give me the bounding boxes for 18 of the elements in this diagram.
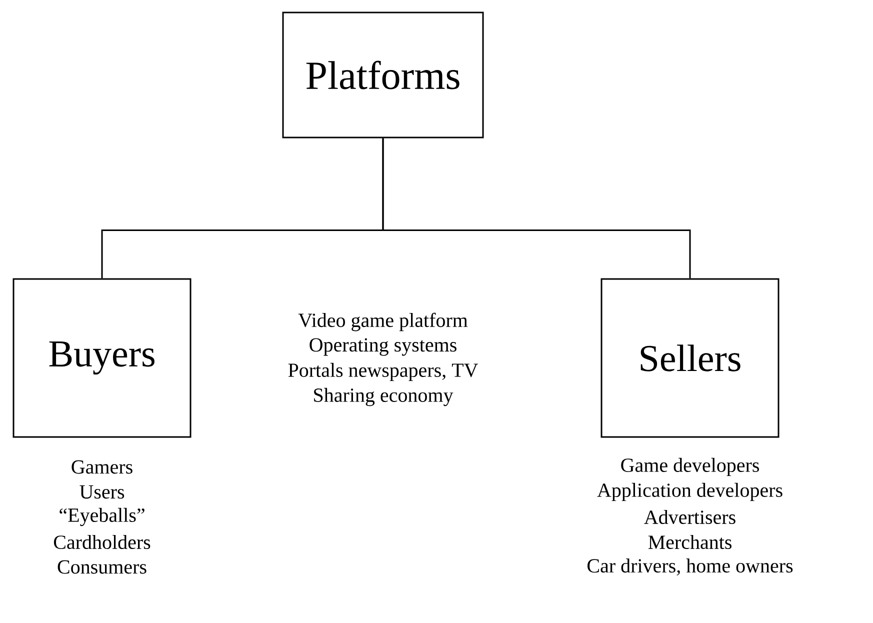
list-item: Users: [80, 485, 124, 499]
list-item: Cardholders: [54, 534, 150, 550]
connector: [382, 138, 691, 278]
box: Buyers: [12, 278, 192, 438]
platform-example: Sharing economy: [314, 388, 454, 406]
box: Sellers: [600, 278, 780, 438]
list-item: Consumers: [58, 560, 146, 574]
list-item: Merchants: [648, 534, 732, 550]
list-item: “Eyeballs”: [60, 508, 144, 526]
list-item: Car drivers, home owners: [588, 558, 793, 576]
list-item: Advertisers: [644, 510, 736, 524]
box: Platforms: [282, 12, 484, 138]
platform-example: Video game platform: [298, 312, 468, 332]
list-item: Application developers: [597, 482, 782, 502]
list-item: Gamers: [72, 460, 132, 474]
platform-example: Portals newspapers, TV: [288, 362, 478, 382]
list-item: Game developers: [621, 458, 759, 476]
platform-example: Operating systems: [310, 338, 456, 356]
